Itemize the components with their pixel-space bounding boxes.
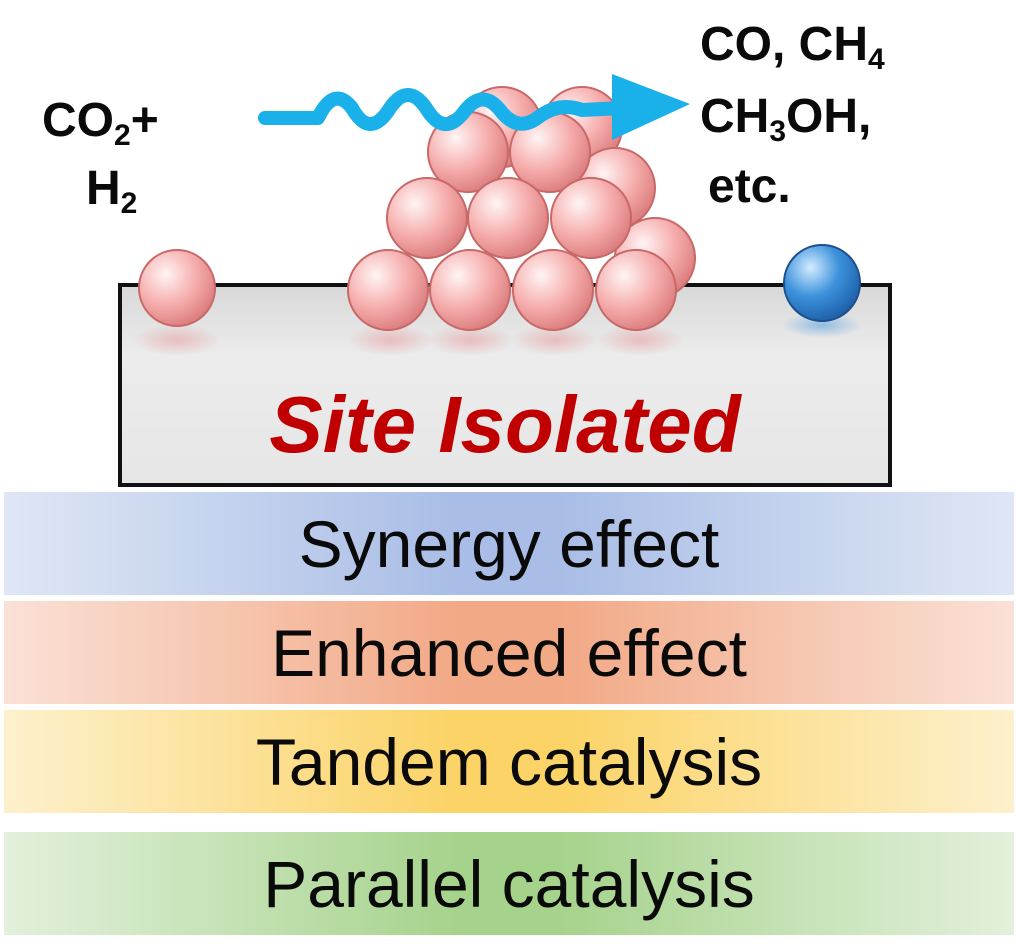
effect-band-tandem: Tandem catalysis [4, 710, 1014, 813]
reaction-arrow [258, 74, 690, 140]
product-co-ch4: CO, CH4 [700, 18, 885, 76]
reactant-co2: CO2+ [42, 94, 159, 152]
support-slab [118, 283, 892, 487]
catalyst-scene [118, 74, 892, 487]
reactant-h2: H2 [86, 162, 138, 220]
isolated-metal-atom [138, 249, 216, 327]
product-ch3oh: CH3OH, [700, 90, 872, 148]
effect-band-synergy: Synergy effect [4, 492, 1014, 595]
effect-band-parallel: Parallel catalysis [4, 832, 1014, 935]
metal-nanoparticle-cluster [347, 86, 696, 331]
effect-band-enhanced: Enhanced effect [4, 601, 1014, 704]
product-etc: etc. [708, 160, 791, 213]
site-isolated-label: Site Isolated [269, 380, 741, 469]
second-metal-atom [783, 244, 861, 322]
surface-reflections [133, 312, 862, 356]
